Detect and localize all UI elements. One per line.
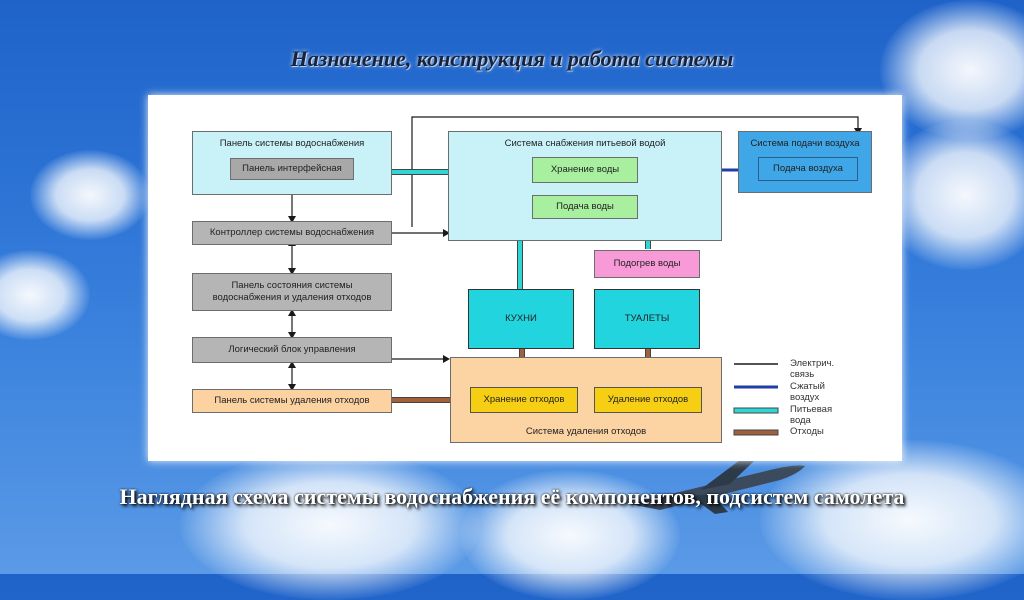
air-supply-system-label: Система подачи воздуха: [750, 138, 860, 149]
air-supply-box: Подача воздуха: [758, 157, 858, 181]
water-heating-box: Подогрев воды: [594, 250, 700, 278]
waste-removal-system-label: Система удаления отходов: [525, 426, 647, 438]
slide-caption: Наглядная схема системы водоснабжения её…: [119, 484, 905, 509]
legend-electric: Электрич. связь: [790, 358, 835, 380]
legend-waste: Отходы: [790, 426, 824, 437]
legend-compressed-air: Сжатый воздух: [790, 381, 825, 403]
waste-removal-label: Удаление отходов: [607, 394, 689, 406]
cloud: [0, 250, 90, 340]
legend-potable-water: Питьевая вода: [790, 404, 833, 426]
waste-removal-box: Удаление отходов: [594, 387, 702, 413]
cloud: [880, 0, 1024, 140]
potable-water-system-label: Система снабжения питьевой водой: [504, 138, 666, 149]
potable-water-system: Система снабжения питьевой водой: [448, 131, 722, 241]
water-supply-box: Подача воды: [532, 195, 638, 219]
air-supply-label: Подача воздуха: [773, 163, 843, 175]
airplane-icon: [630, 460, 805, 514]
water-supply-label: Подача воды: [556, 201, 614, 213]
cloud: [180, 450, 480, 600]
kitchens-box: КУХНИ: [468, 289, 574, 349]
waste-storage-label: Хранение отходов: [483, 394, 565, 406]
water-heating-label: Подогрев воды: [613, 258, 681, 270]
toilets-box: ТУАЛЕТЫ: [594, 289, 700, 349]
status-panel-box: Панель состояния системы водоснабжения и…: [192, 273, 392, 311]
waste-storage-box: Хранение отходов: [470, 387, 578, 413]
logic-unit-label: Логический блок управления: [228, 344, 356, 356]
water-storage-box: Хранение воды: [532, 157, 638, 183]
controller-label: Контроллер системы водоснабжения: [209, 227, 375, 239]
toilets-label: ТУАЛЕТЫ: [624, 313, 670, 325]
interface-panel: Панель интерфейсная: [230, 158, 354, 180]
waste-panel-box: Панель системы удаления отходов: [192, 389, 392, 413]
logic-unit-box: Логический блок управления: [192, 337, 392, 363]
controller-box: Контроллер системы водоснабжения: [192, 221, 392, 245]
waste-panel-label: Панель системы удаления отходов: [214, 395, 370, 407]
water-storage-label: Хранение воды: [550, 164, 620, 176]
kitchens-label: КУХНИ: [505, 313, 537, 325]
slide-title: Назначение, конструкция и работа системы: [290, 46, 734, 71]
status-panel-label: Панель состояния системы водоснабжения и…: [212, 280, 372, 303]
cloud: [880, 120, 1024, 270]
cloud: [30, 150, 150, 240]
interface-panel-label: Панель интерфейсная: [242, 163, 342, 175]
water-supply-panel-label: Панель системы водоснабжения: [219, 138, 365, 149]
